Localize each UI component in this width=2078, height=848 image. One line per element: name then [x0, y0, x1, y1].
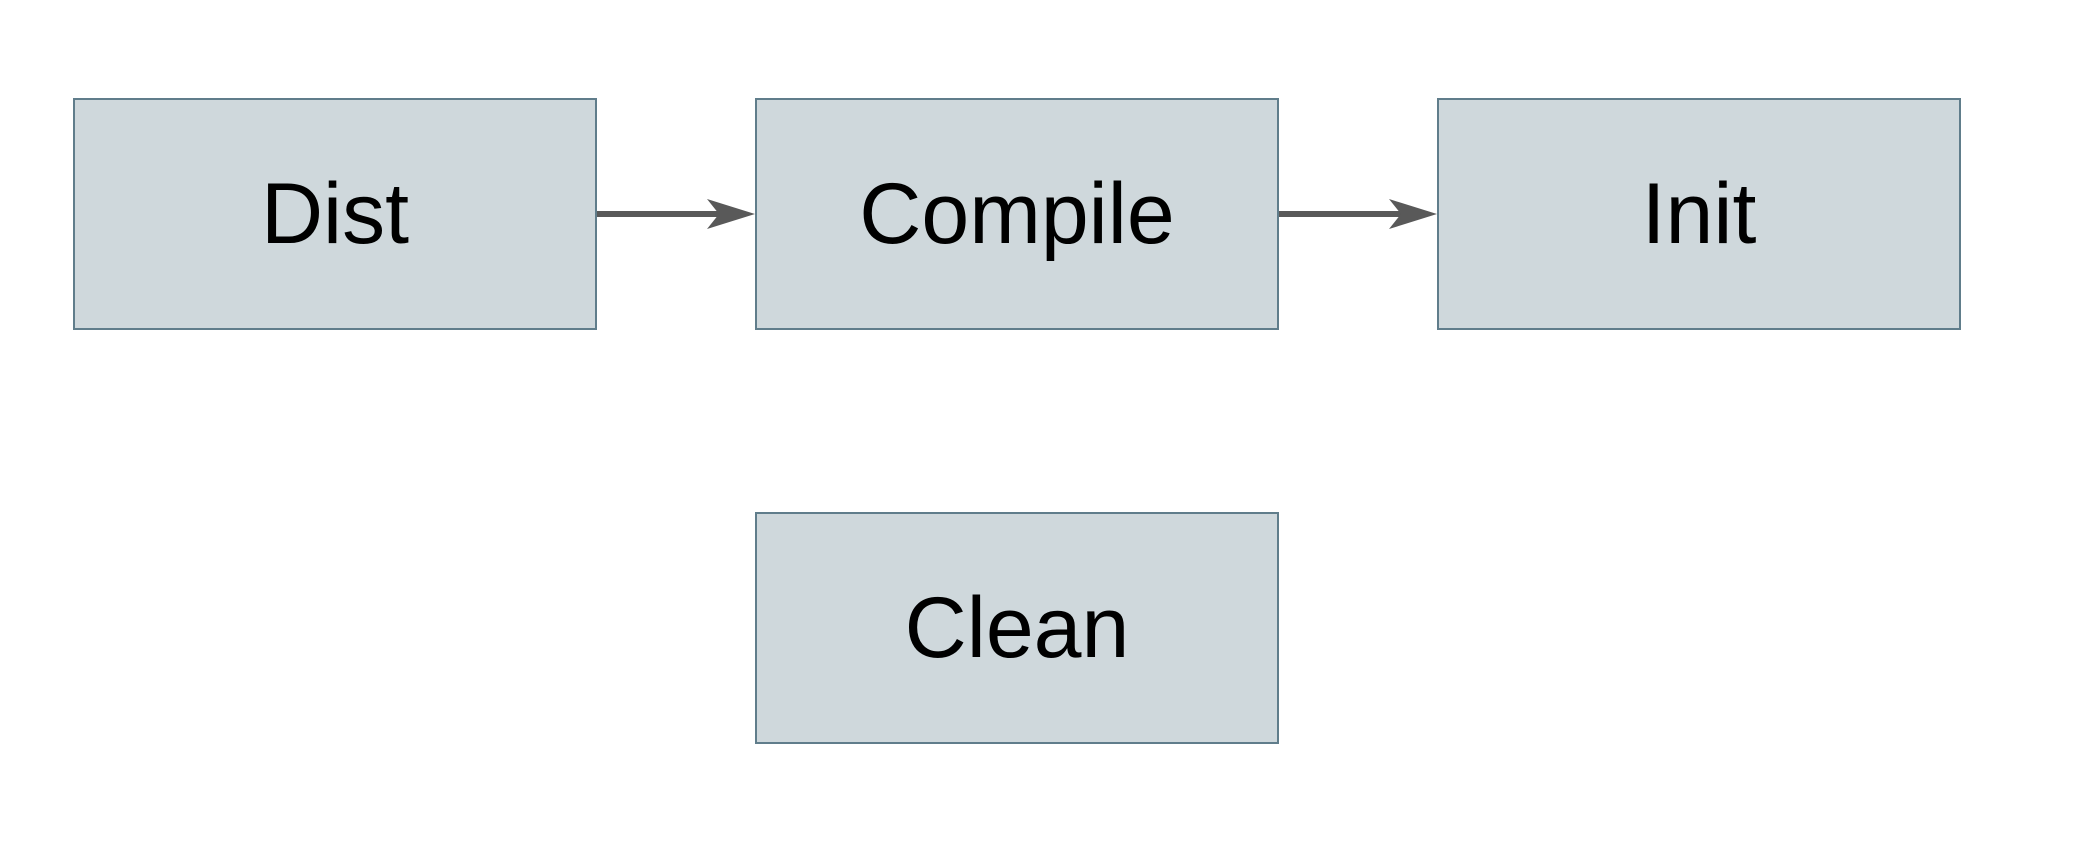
node-init: Init — [1437, 98, 1961, 330]
node-init-label: Init — [1641, 166, 1757, 262]
node-dist-label: Dist — [260, 166, 410, 262]
arrow-dist-to-compile-icon — [597, 199, 755, 229]
arrowhead-icon — [1389, 199, 1437, 229]
node-compile: Compile — [755, 98, 1279, 330]
node-compile-label: Compile — [859, 166, 1175, 262]
arrow-compile-to-init-icon — [1279, 199, 1437, 229]
arrow-shaft — [597, 211, 721, 217]
node-clean: Clean — [755, 512, 1279, 744]
node-dist: Dist — [73, 98, 597, 330]
arrowhead-icon — [707, 199, 755, 229]
arrow-shaft — [1279, 211, 1403, 217]
node-clean-label: Clean — [904, 580, 1130, 676]
